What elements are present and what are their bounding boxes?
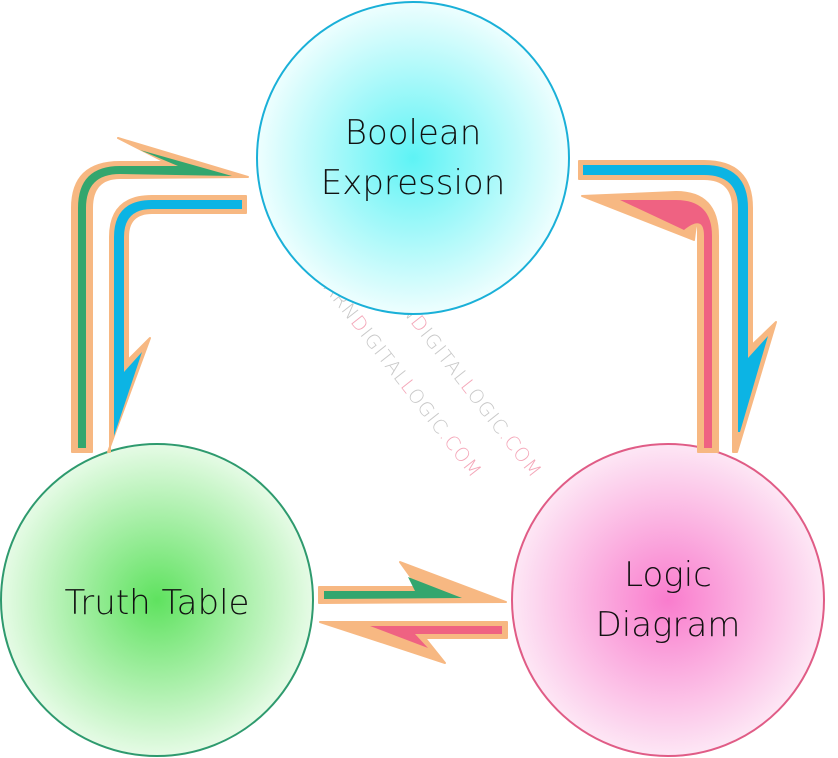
boolean-expression-label-line2: Expression	[321, 163, 506, 203]
logic-diagram-label-line2: Diagram	[596, 605, 741, 645]
arrow-outline	[71, 137, 249, 453]
arrow-body	[78, 150, 232, 448]
node-boolean-expression: Boolean Expression	[256, 1, 570, 315]
logic-diagram-circle	[511, 443, 825, 757]
logic-diagram-label-line1: Logic	[624, 555, 712, 595]
arrow-body	[370, 626, 502, 648]
watermark-part: .COM	[495, 425, 546, 482]
arrow-boolean-to-logic	[578, 160, 777, 453]
node-truth-table: Truth Table	[0, 443, 314, 757]
arrow-outline	[107, 195, 247, 453]
boolean-expression-circle	[256, 1, 570, 315]
truth-table-label: Truth Table	[65, 583, 250, 623]
arrow-boolean-to-truth	[107, 195, 247, 453]
arrow-body	[324, 577, 462, 599]
arrow-outline	[578, 160, 777, 453]
truth-table-circle	[0, 443, 314, 757]
arrow-outline	[581, 191, 719, 453]
node-logic-diagram: Logic Diagram	[511, 443, 825, 757]
watermark-part: .COM	[435, 425, 486, 482]
boolean-expression-label-line1: Boolean	[345, 113, 482, 153]
arrow-body	[114, 200, 242, 436]
arrow-truth-to-boolean	[71, 137, 249, 453]
arrow-truth-to-logic	[318, 561, 507, 604]
arrow-body	[620, 200, 712, 448]
arrow-logic-to-truth	[319, 621, 508, 664]
arrow-logic-to-boolean	[581, 191, 719, 453]
